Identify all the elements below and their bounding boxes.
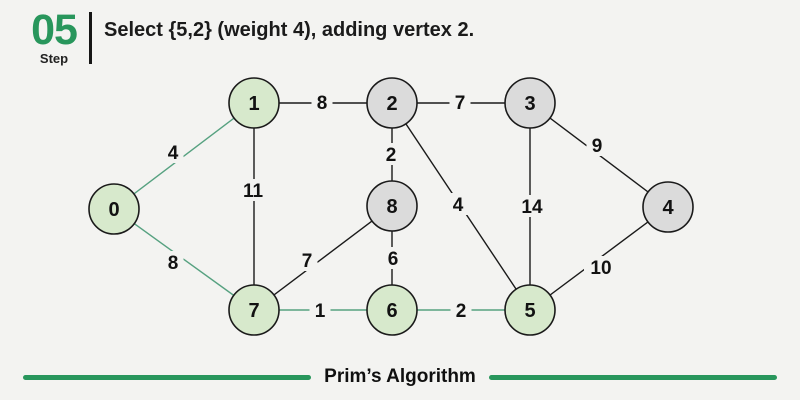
edge-weight-3-5: 14 <box>521 197 543 218</box>
step-number: 05 <box>31 6 78 54</box>
edge-weight-bg-7-8 <box>296 249 318 271</box>
footer-left-bar <box>23 374 312 380</box>
edge-weight-bg-8-6 <box>382 247 404 269</box>
edge-weight-1-7: 11 <box>243 181 264 202</box>
edge-weight-1-2: 8 <box>317 93 328 114</box>
edge-weight-bg-1-2 <box>311 91 333 113</box>
edge-weight-bg-5-4 <box>584 256 618 278</box>
graph-edge-7-8 <box>253 205 393 311</box>
edge-weight-0-7: 8 <box>168 253 179 274</box>
edge-weight-7-6: 1 <box>315 301 326 322</box>
graph-node-6 <box>366 284 418 336</box>
edge-weight-bg-3-5 <box>515 195 549 217</box>
graph-node-1 <box>228 77 280 129</box>
graph-node-5 <box>504 284 556 336</box>
edge-weight-bg-6-5 <box>450 299 472 321</box>
graph-node-2 <box>366 77 418 129</box>
graph-node-label-6: 6 <box>386 300 397 322</box>
graph-node-0 <box>88 183 140 235</box>
edge-weight-6-5: 2 <box>456 301 467 322</box>
edge-weight-3-4: 9 <box>592 136 603 157</box>
edge-weight-bg-0-7 <box>162 251 184 273</box>
edge-weight-2-3: 7 <box>455 93 466 114</box>
edge-weight-bg-2-8 <box>380 143 402 165</box>
step-label: Step <box>39 50 69 66</box>
footer: Prim’s Algorithm <box>0 366 800 388</box>
footer-title: Prim’s Algorithm <box>324 366 476 387</box>
edge-weight-bg-0-1 <box>162 141 184 163</box>
step-description: Select {5,2} (weight 4), adding vertex 2… <box>104 19 475 42</box>
graph-edge-0-1 <box>113 102 255 210</box>
graph-node-label-3: 3 <box>524 93 535 115</box>
step-block: 05 Step <box>28 6 80 66</box>
step-header: 05 Step Select {5,2} (weight 4), adding … <box>28 6 475 66</box>
graph-node-label-5: 5 <box>524 300 535 322</box>
edge-weight-2-8: 2 <box>386 145 397 166</box>
graph-node-3 <box>504 77 556 129</box>
edge-weight-bg-3-4 <box>586 134 608 156</box>
graph-node-label-2: 2 <box>386 93 397 115</box>
edge-weight-7-8: 7 <box>302 251 313 272</box>
graph-node-label-1: 1 <box>248 93 259 115</box>
graph-node-4 <box>642 181 694 233</box>
edge-weight-bg-1-7 <box>236 179 270 201</box>
footer-right-bar <box>488 374 777 380</box>
step-divider <box>89 11 92 64</box>
graph-node-7 <box>228 284 280 336</box>
graph-node-label-0: 0 <box>108 199 119 221</box>
edge-weight-5-4: 10 <box>590 258 611 279</box>
graph-node-8 <box>366 180 418 232</box>
graph-node-label-8: 8 <box>386 196 397 218</box>
edge-weight-2-5: 4 <box>453 195 464 216</box>
graph-node-label-4: 4 <box>662 197 674 219</box>
edge-weight-8-6: 6 <box>388 249 399 270</box>
edge-weight-0-1: 4 <box>168 143 179 164</box>
edge-weight-bg-7-6 <box>309 299 331 321</box>
graph-node-label-7: 7 <box>248 300 259 322</box>
edge-weight-bg-2-3 <box>449 91 471 113</box>
graph-edge-0-7 <box>113 208 255 311</box>
edge-weight-bg-2-5 <box>447 193 469 215</box>
